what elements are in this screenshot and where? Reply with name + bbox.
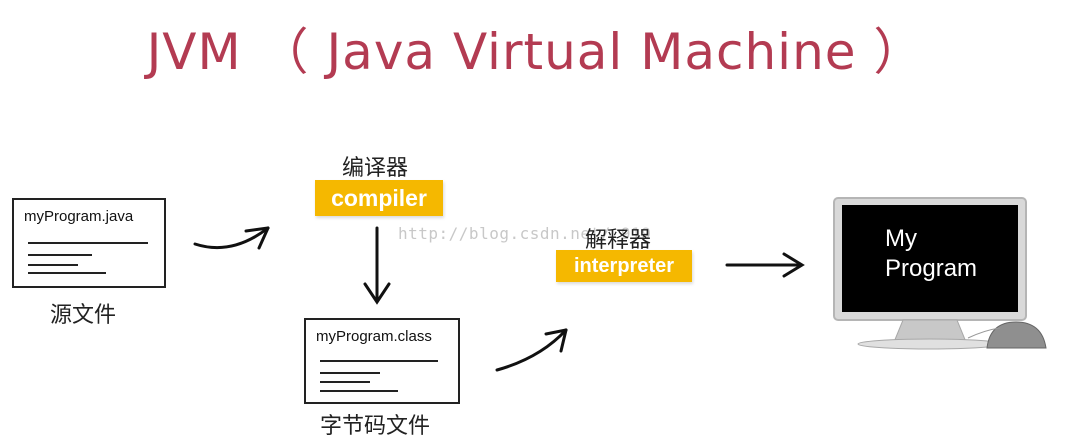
diagram-title: JVM （ Java Virtual Machine ） xyxy=(146,23,925,81)
doc-line xyxy=(28,242,148,244)
doc-line xyxy=(320,372,380,374)
doc-line xyxy=(28,264,78,266)
screen-line-2: Program xyxy=(885,255,978,282)
compiler-badge: compiler xyxy=(315,180,443,216)
watermark: http://blog.csdn.net/ 919 xyxy=(398,224,652,243)
interpreter-badge: interpreter xyxy=(556,250,692,282)
arrow-compiler-to-bytecode xyxy=(363,226,391,305)
source-file-document: myProgram.java xyxy=(12,198,166,288)
bytecode-file-name: myProgram.class xyxy=(316,328,432,345)
arrow-source-to-compiler xyxy=(193,226,270,250)
compiler-label: 编译器 xyxy=(342,156,409,181)
arrow-interpreter-to-program xyxy=(725,252,805,278)
arrow-bytecode-to-interpreter xyxy=(495,328,568,372)
monitor-screen xyxy=(842,205,1018,312)
doc-line xyxy=(320,360,438,362)
doc-line xyxy=(28,254,92,256)
interpreter-label: 解释器 xyxy=(585,228,652,253)
source-file-name: myProgram.java xyxy=(24,208,134,225)
doc-line xyxy=(320,390,398,392)
monitor-screen-text: My Program xyxy=(885,224,977,284)
screen-line-1: My xyxy=(885,225,917,252)
source-file-caption: 源文件 xyxy=(50,303,117,328)
doc-line xyxy=(28,272,106,274)
doc-line xyxy=(320,381,370,383)
bytecode-file-caption: 字节码文件 xyxy=(320,414,431,439)
bytecode-file-document: myProgram.class xyxy=(304,318,460,404)
